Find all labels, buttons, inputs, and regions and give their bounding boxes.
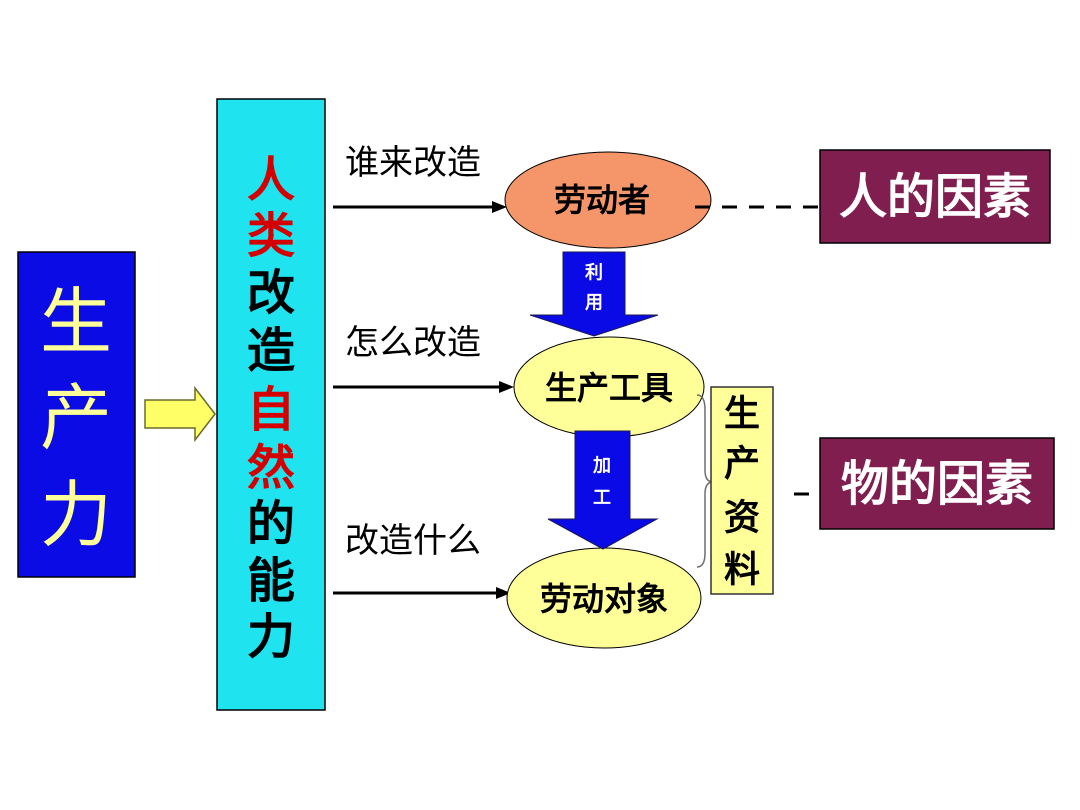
productive-force-char: 产: [40, 376, 112, 460]
question-who: 谁来改造: [345, 143, 481, 183]
means-of-production-char: 生: [724, 394, 760, 435]
use-arrow-char: 利: [585, 262, 603, 284]
human-ability-char: 改: [247, 265, 295, 321]
human-factor-label: 人的因素: [839, 169, 1031, 225]
yellow-right-arrow: [144, 385, 216, 443]
arrow-to-tools: [333, 381, 514, 393]
arrow-head: [492, 201, 507, 213]
productive-force-box-bg: [17, 251, 136, 578]
human-ability-box-bg: [216, 98, 326, 711]
human-ability-char: 造: [247, 323, 295, 379]
labor-object-label: 劳动对象: [540, 580, 668, 618]
tools-node: 生产工具: [513, 336, 705, 438]
labor-object-node: 劳动对象: [506, 547, 702, 649]
laborer-ellipse: [504, 151, 712, 249]
productive-force-char: 生: [40, 280, 112, 364]
productive-force-char: 力: [40, 473, 112, 557]
means-of-production-box: 生 产 资 料: [710, 386, 774, 595]
human-ability-box: 人 类 改 造 自 然 的 能 力: [216, 98, 326, 711]
arrow-to-laborer: [333, 201, 507, 213]
tools-label: 生产工具: [545, 369, 673, 407]
process-arrow-char: 工: [593, 488, 611, 509]
process-down-arrow: 加 工: [547, 430, 659, 550]
material-factor-box: 物的因素: [819, 437, 1055, 530]
human-ability-char: 自: [247, 382, 295, 438]
human-ability-char: 的: [247, 496, 295, 552]
means-of-production-char: 料: [724, 550, 760, 591]
means-of-production-bg: [710, 386, 774, 595]
human-factor-bg: [819, 149, 1051, 244]
laborer-label: 劳动者: [554, 181, 650, 219]
arrow-to-labor-object: [333, 587, 511, 599]
means-of-production-char: 产: [724, 444, 760, 485]
process-arrow-shape: [547, 430, 659, 550]
use-down-arrow: 利 用: [529, 251, 659, 337]
process-arrow-char: 加: [592, 456, 611, 477]
use-arrow-char: 用: [585, 293, 603, 314]
means-of-production-char: 资: [724, 498, 760, 539]
use-arrow-shape: [529, 251, 659, 337]
arrow-head: [499, 381, 514, 393]
human-factor-box: 人的因素: [819, 149, 1051, 244]
human-ability-char: 然: [247, 440, 295, 496]
material-factor-label: 物的因素: [841, 456, 1033, 512]
question-how: 怎么改造: [345, 323, 481, 363]
human-ability-char: 人: [247, 152, 295, 208]
productive-force-box: 生 产 力: [17, 251, 136, 578]
laborer-node: 劳动者: [504, 151, 712, 249]
human-ability-char: 类: [247, 208, 295, 264]
human-ability-char: 能: [247, 553, 295, 609]
material-factor-bg: [819, 437, 1055, 530]
arrow-head: [496, 587, 511, 599]
question-what: 改造什么: [345, 521, 481, 561]
human-ability-char: 力: [247, 609, 295, 665]
